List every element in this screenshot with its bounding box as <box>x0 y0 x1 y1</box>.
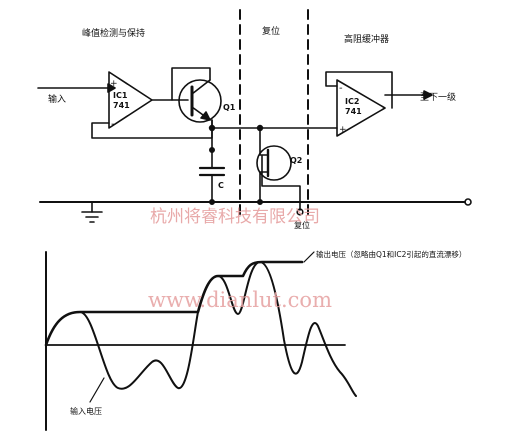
rail-end-terminal <box>464 198 472 206</box>
q2-gate-wire <box>261 171 301 211</box>
to-next-label: 至下一级 <box>420 91 456 103</box>
ic2-name: IC2 <box>345 97 359 106</box>
q1-label: Q1 <box>223 103 236 112</box>
capacitor-dot-top <box>209 147 216 154</box>
node-wire <box>211 119 338 129</box>
q2-source-wire <box>259 171 269 203</box>
reset-label: 复位 <box>294 220 310 230</box>
rail-dot-cap <box>209 199 216 206</box>
q1-emitter-arrow <box>200 111 211 121</box>
output-voltage-label: 输出电压（忽略由Q1和IC2引起的直流漂移） <box>316 249 466 259</box>
output-leader-line <box>303 251 315 263</box>
watermark-company: 杭州将睿科技有限公司 <box>150 207 320 227</box>
q1-collector <box>191 79 211 95</box>
ic2-out-arrow <box>423 90 433 100</box>
watermark-site: www.dianlut.com <box>148 288 332 312</box>
ic2-model: 741 <box>345 107 362 116</box>
ic2-minus: - <box>339 83 343 94</box>
capacitor-label: C <box>218 181 224 190</box>
section-buffer-label: 高阻缓冲器 <box>344 33 389 45</box>
reset-terminal <box>296 208 304 216</box>
q2-drain-wire <box>259 127 269 156</box>
q1-transistor <box>178 79 222 123</box>
ic2-plus: + <box>339 125 347 135</box>
input-label: 输入 <box>48 93 66 105</box>
section-reset-label: 复位 <box>262 25 280 37</box>
ic1-name: IC1 <box>113 91 128 100</box>
input-voltage-trace <box>45 261 357 397</box>
ic1-model: 741 <box>113 101 130 110</box>
q2-fet <box>256 145 292 181</box>
input-leader-line <box>89 377 105 403</box>
input-voltage-label: 输入电压 <box>70 406 102 416</box>
rail-dot-q2 <box>256 199 263 206</box>
ic2-feedback-wire <box>325 71 393 109</box>
ic1-opamp <box>108 71 153 129</box>
ic1-plus: + <box>110 79 118 89</box>
q1-collector-wire <box>171 67 211 101</box>
ic1-feedback-wire <box>91 119 213 139</box>
ic1-minus: - <box>111 119 115 130</box>
q2-label: Q2 <box>290 156 302 165</box>
ic2-opamp <box>336 79 386 137</box>
section-peak-label: 峰值检测与保持 <box>82 27 145 39</box>
